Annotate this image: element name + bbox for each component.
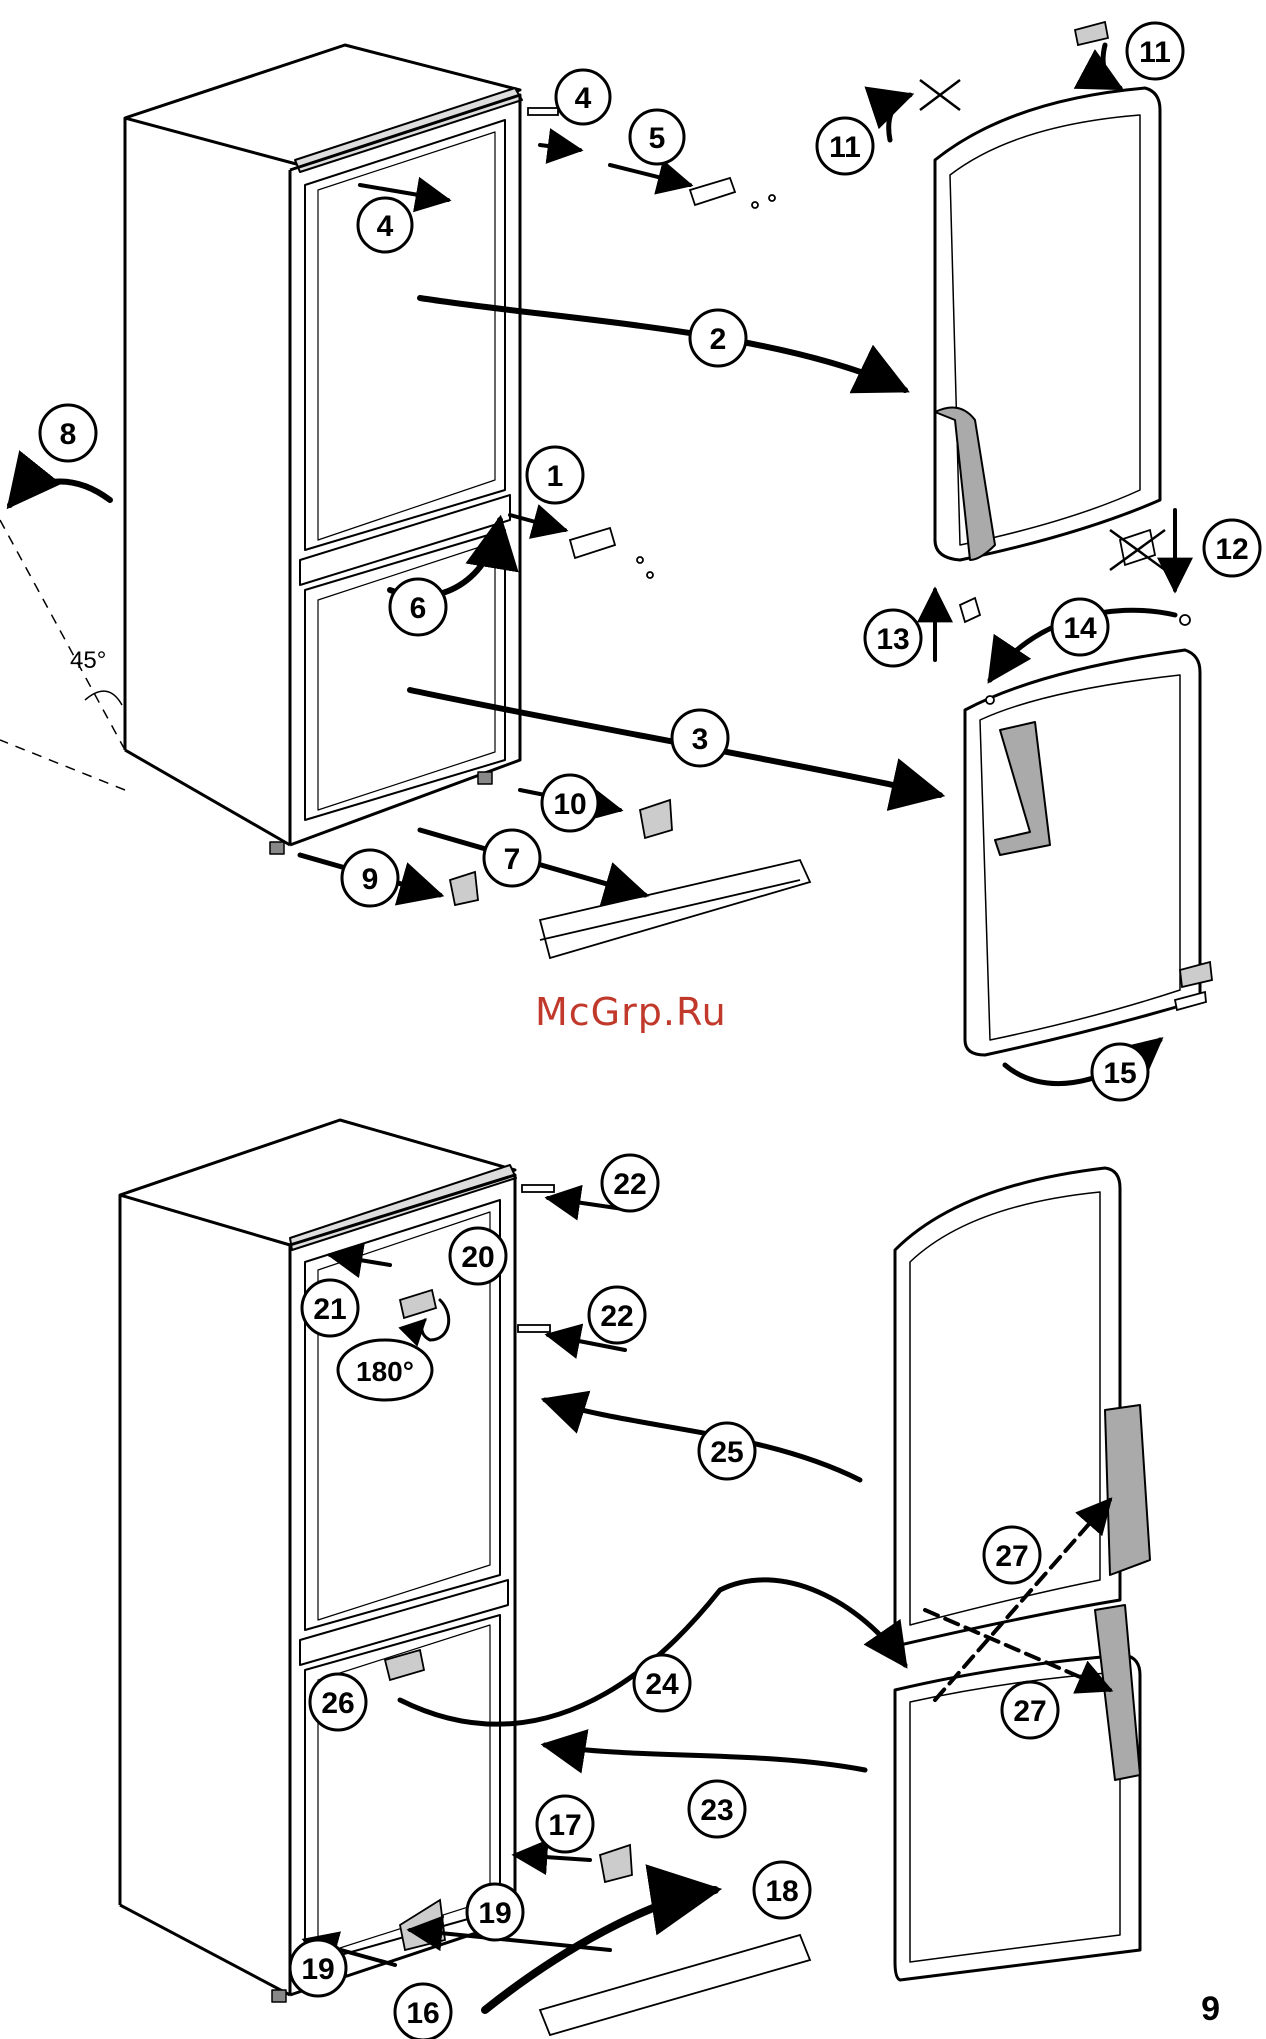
callout-12: 12 — [1215, 533, 1248, 566]
callout-14: 14 — [1063, 612, 1097, 645]
top-doors — [935, 88, 1200, 1055]
callout-25: 25 — [710, 1436, 743, 1469]
callout-4a: 4 — [575, 82, 592, 115]
callout-20: 20 — [461, 1241, 494, 1274]
callout-19a: 19 — [478, 1897, 511, 1930]
callout-22a: 22 — [613, 1168, 646, 1201]
callout-26: 26 — [321, 1687, 354, 1720]
callout-2: 2 — [710, 323, 727, 356]
callout-11a: 11 — [829, 131, 861, 164]
callout-11b: 11 — [1139, 36, 1171, 69]
callout-27b: 27 — [1013, 1695, 1046, 1728]
callout-24: 24 — [645, 1668, 679, 1701]
callout-27a: 27 — [995, 1540, 1028, 1573]
watermark: McGrp.Ru — [535, 990, 727, 1034]
callout-9: 9 — [362, 863, 379, 896]
callout-7: 7 — [504, 843, 521, 876]
callout-23: 23 — [700, 1794, 733, 1827]
callout-13: 13 — [876, 623, 909, 656]
callout-1: 1 — [547, 460, 564, 493]
callout-21: 21 — [313, 1293, 346, 1326]
tilt-angle-label: 45° — [70, 647, 106, 674]
callout-19b: 19 — [301, 1953, 334, 1986]
callout-10: 10 — [553, 788, 586, 821]
callout-3: 3 — [692, 723, 709, 756]
rotation-label: 180° — [356, 1356, 414, 1387]
callout-17: 17 — [548, 1809, 581, 1842]
callout-6: 6 — [410, 592, 427, 625]
callout-18: 18 — [765, 1875, 798, 1908]
callout-15: 15 — [1103, 1057, 1136, 1090]
callout-16: 16 — [406, 1997, 439, 2030]
callout-5: 5 — [649, 122, 666, 155]
callout-22b: 22 — [600, 1300, 633, 1333]
callout-8: 8 — [60, 418, 77, 451]
callout-4b: 4 — [377, 210, 394, 243]
page-number: 9 — [1201, 1990, 1220, 2029]
